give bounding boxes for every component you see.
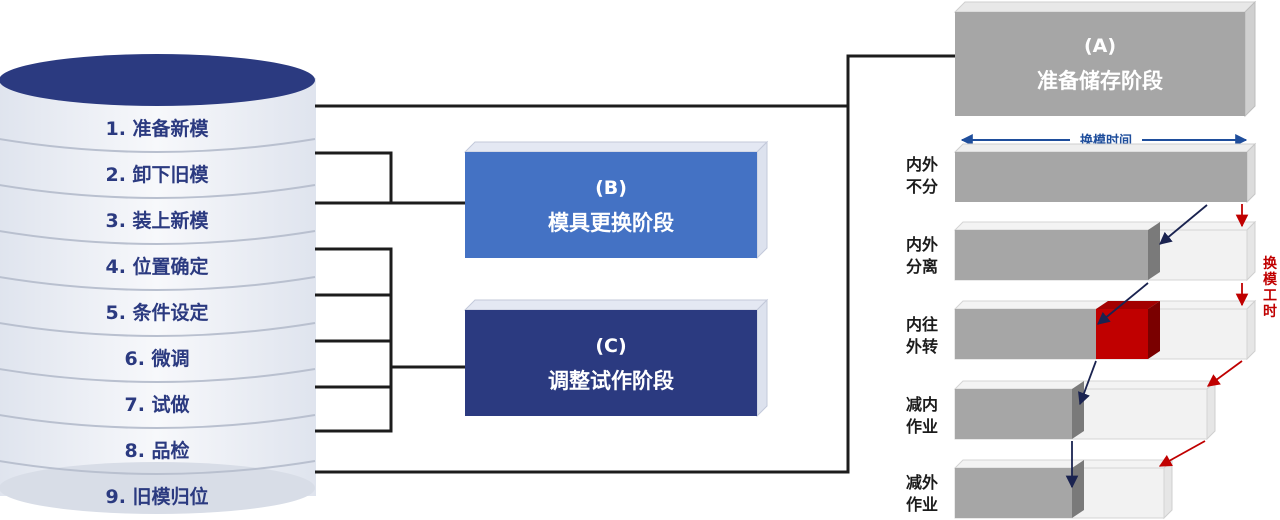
row-3-converted-segment [1096,309,1148,359]
row-5-bar [955,468,1072,518]
step-2: 2. 卸下旧模 [105,163,209,186]
row-4-bar [955,389,1072,439]
row-3-bar [955,309,1096,359]
step-8: 8. 品检 [124,439,189,462]
row-2-bar [955,230,1148,280]
changeover-hours-label: 换模工时 [1263,255,1278,320]
arrow-row3-to-row4 [1078,360,1097,406]
transition-arrows [1065,204,1208,489]
step-3: 3. 装上新模 [105,209,209,232]
step-5: 5. 条件设定 [105,301,208,324]
step-6: 6. 微调 [124,347,189,370]
stage-c-title: 调整试作阶段 [548,369,674,393]
row-reduce-external: 减外 作业 [906,458,1174,520]
row-2-label-line1: 内外 [906,235,938,254]
row-5-label-line2: 作业 [906,495,938,514]
row-separate: 内外 分离 [906,220,1257,282]
row-3-label-line1: 内往 [906,315,938,334]
cylinder-bottom [0,462,315,514]
step-list: 1. 准备新模 2. 卸下旧模 3. 装上新模 4. 位置确定 5. 条件设定 … [105,117,209,508]
stage-c-box: (C) 调整试作阶段 [463,298,769,418]
changeover-hours-arrows [1158,204,1249,467]
connector-lines [315,54,955,474]
step-7: 7. 试做 [124,393,189,416]
stage-b-title: 模具更换阶段 [548,211,674,235]
arrow-row1-to-row2 [1159,204,1208,245]
changeover-hours-text: 换模工时 [1263,255,1278,320]
step-4: 4. 位置确定 [105,255,208,278]
stage-b-box: (B) 模具更换阶段 [463,140,769,260]
cylinder-layer-lines [0,138,316,475]
step-9: 9. 旧模归位 [105,485,208,508]
stage-b-code: (B) [595,177,627,199]
stage-c-code: (C) [595,335,626,357]
cylinder-top [0,54,315,106]
arrow-row2-to-row3 [1097,282,1149,325]
row-reduce-internal: 减内 作业 [906,379,1217,441]
stage-a-box: (A) 准备储存阶段 [953,0,1257,118]
row-inside-outside-undivided: 内外 不分 [906,142,1257,204]
row-2-label-line2: 分离 [906,257,938,276]
stage-a-title: 准备储存阶段 [1037,69,1163,93]
cylinder-body [0,78,316,496]
step-1: 1. 准备新模 [105,117,209,140]
row-1-label-line1: 内外 [906,155,938,174]
connector-a-bottom [315,106,850,474]
row-5-label-line1: 减外 [906,473,938,492]
stage-a-code: (A) [1084,35,1116,57]
row-4-label-line1: 减内 [906,395,938,414]
process-cylinder: 1. 准备新模 2. 卸下旧模 3. 装上新模 4. 位置确定 5. 条件设定 … [0,54,316,514]
connector-c [315,247,465,433]
connector-b [315,151,465,205]
row-1-bar [955,152,1247,202]
connector-a [315,54,955,108]
row-3-label-line2: 外转 [905,337,938,356]
row-1-label-line2: 不分 [906,177,938,196]
row-4-label-line2: 作业 [906,417,938,436]
row-convert-internal-to-external: 内往 外转 [905,299,1257,361]
